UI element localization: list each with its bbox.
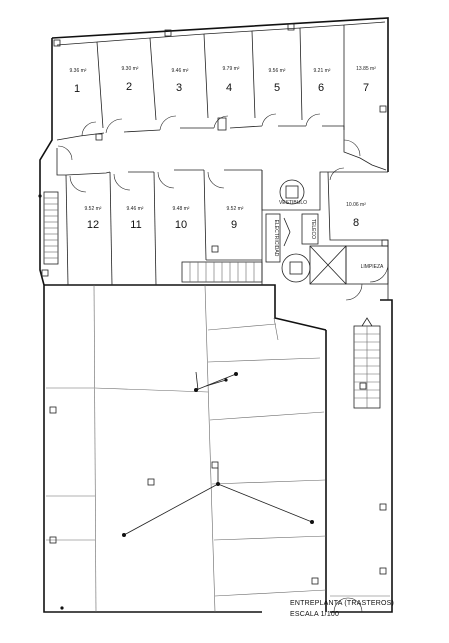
room-area-1: 9.36 m² — [70, 68, 87, 74]
room-number-4: 4 — [226, 82, 232, 94]
title-block: ENTREPLANTA (TRASTEROS) ESCALA 1/100 — [290, 600, 394, 618]
room-area-9: 9.52 m² — [227, 206, 244, 212]
stairs-left — [43, 191, 59, 265]
room-area-8: 10.06 m² — [346, 202, 366, 208]
open-area-grid — [46, 284, 390, 613]
room-number-8: 8 — [353, 217, 359, 229]
room-number-5: 5 — [274, 82, 280, 94]
room-number-6: 6 — [318, 82, 324, 94]
outer-walls — [39, 17, 393, 613]
plan-scale: ESCALA 1/100 — [290, 611, 339, 618]
room-number-10: 10 — [175, 219, 187, 231]
stairs-center — [181, 261, 263, 283]
stairs-right — [353, 317, 381, 409]
column-markers — [38, 23, 389, 610]
room-area-10: 9.48 m² — [173, 206, 190, 212]
room-number-12: 12 — [87, 219, 99, 231]
room-area-2: 9.30 m² — [122, 66, 139, 72]
room-number-2: 2 — [126, 81, 132, 93]
structural-supports — [122, 371, 314, 537]
limpieza-label: LIMPIEZA — [361, 264, 384, 270]
room-number-1: 1 — [74, 83, 80, 95]
top-row-doors — [81, 113, 361, 157]
room-labels: 9.36 m² 1 9.30 m² 2 9.46 m² 3 9.79 m² 4 … — [70, 66, 385, 270]
room-area-12: 9.52 m² — [85, 206, 102, 212]
room-area-7: 13.85 m² — [356, 66, 376, 72]
room-number-9: 9 — [231, 219, 237, 231]
electricidad-label: ELECTRICIDAD — [273, 220, 279, 257]
bottom-row-walls — [65, 167, 389, 300]
exit-door — [333, 597, 363, 613]
room-area-11: 9.46 m² — [127, 206, 144, 212]
vestibulo-label: VESTIBULO — [279, 200, 307, 206]
corridor-walls — [56, 145, 388, 211]
vestibulo-area — [265, 179, 389, 301]
room-number-7: 7 — [363, 82, 369, 94]
room-area-3: 9.46 m² — [172, 68, 189, 74]
room-area-5: 9.56 m² — [269, 68, 286, 74]
telecom-label: TELECO — [310, 219, 316, 239]
plan-title: ENTREPLANTA (TRASTEROS) — [290, 600, 394, 607]
room-number-11: 11 — [130, 219, 141, 231]
room-area-6: 9.21 m² — [314, 68, 331, 74]
room-number-3: 3 — [176, 82, 182, 94]
top-row-walls — [56, 21, 387, 171]
room-area-4: 9.79 m² — [223, 66, 240, 72]
